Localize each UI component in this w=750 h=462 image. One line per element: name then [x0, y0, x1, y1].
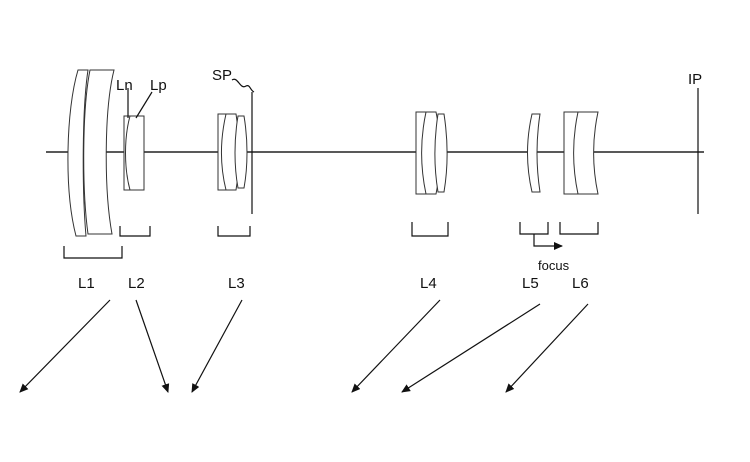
lens-group-l2 [123, 115, 145, 191]
leader-sp [231, 78, 255, 93]
label-sp: SP [212, 67, 232, 84]
group-brackets [63, 222, 599, 259]
label-lp: Lp [150, 77, 167, 94]
label-l5: L5 [522, 275, 539, 292]
lens-group-l6 [563, 111, 599, 195]
label-focus: focus [538, 258, 570, 273]
pointer-arrow-l3 [191, 299, 243, 393]
pointer-arrow-l1 [19, 299, 111, 393]
lens-group-l5 [527, 113, 541, 193]
lens-group-l1 [67, 69, 115, 237]
focus-arrow [533, 234, 563, 250]
pointer-arrow-l4 [351, 299, 441, 393]
leader-lp [135, 91, 153, 119]
pointer-arrows [19, 299, 589, 393]
lens-group-l3 [217, 113, 248, 191]
label-l4: L4 [420, 275, 437, 292]
pointer-arrow-l2 [135, 299, 170, 393]
label-l6: L6 [572, 275, 589, 292]
pointer-arrow-l5 [401, 303, 541, 393]
label-l3: L3 [228, 275, 245, 292]
label-l2: L2 [128, 275, 145, 292]
label-l1: L1 [78, 275, 95, 292]
label-ip: IP [688, 71, 702, 88]
label-ln: Ln [116, 77, 133, 94]
lens-group-l4 [415, 111, 448, 195]
pointer-arrow-l6 [505, 303, 589, 393]
